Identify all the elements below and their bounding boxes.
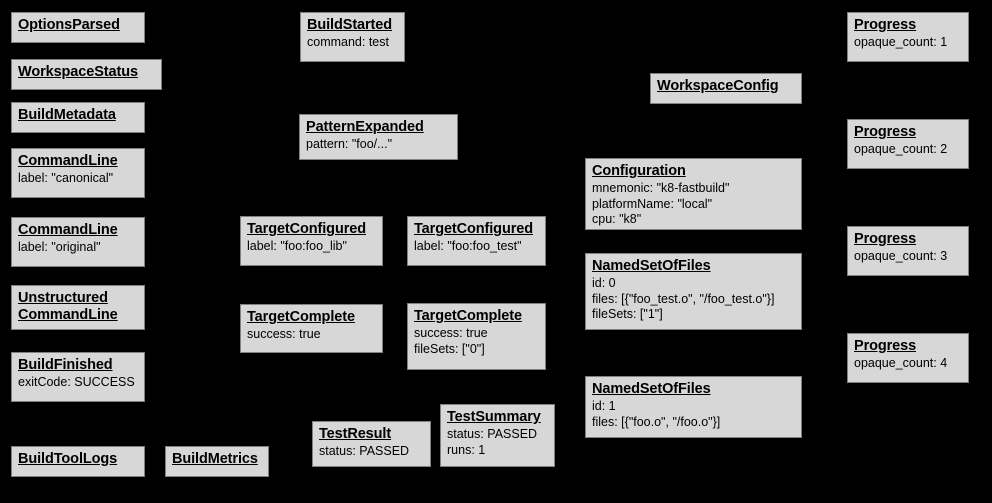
event-node-fields: success: true <box>247 327 321 341</box>
event-node-title: NamedSetOfFiles <box>592 381 711 397</box>
event-node-fields: label: "original" <box>18 240 101 254</box>
event-node-target-configured-test[interactable]: TargetConfigured label: "foo:foo_test" <box>407 216 546 266</box>
event-node-title: TargetComplete <box>414 308 522 324</box>
event-node-title: BuildFinished <box>18 357 113 373</box>
event-node-test-result[interactable]: TestResult status: PASSED <box>312 421 431 467</box>
event-node-target-configured-lib[interactable]: TargetConfigured label: "foo:foo_lib" <box>240 216 383 266</box>
event-node-title: Progress <box>854 124 917 140</box>
event-node-fields: id: 1 files: [{"foo.o", "/foo.o"}] <box>592 399 721 429</box>
event-node-command-line-original[interactable]: CommandLine label: "original" <box>11 217 145 267</box>
event-node-title: BuildToolLogs <box>18 451 118 467</box>
event-node-title: OptionsParsed <box>18 17 120 33</box>
event-node-build-tool-logs[interactable]: BuildToolLogs <box>11 446 145 477</box>
event-node-progress-4[interactable]: Progress opaque_count: 4 <box>847 333 969 383</box>
event-node-named-set-of-files-0[interactable]: NamedSetOfFiles id: 0 files: [{"foo_test.… <box>585 253 802 330</box>
event-node-title: CommandLine <box>18 153 118 169</box>
event-node-options-parsed[interactable]: OptionsParsed <box>11 12 145 43</box>
event-node-progress-2[interactable]: Progress opaque_count: 2 <box>847 119 969 169</box>
event-node-title: BuildMetrics <box>172 451 258 467</box>
event-node-title: CommandLine <box>18 222 118 238</box>
event-node-unstructured-command-line[interactable]: Unstructured CommandLine <box>11 285 145 330</box>
event-node-fields: exitCode: SUCCESS <box>18 375 135 389</box>
event-node-fields: pattern: "foo/..." <box>306 137 393 151</box>
event-node-title: TargetConfigured <box>247 221 366 237</box>
event-node-title: BuildMetadata <box>18 107 116 123</box>
event-node-build-metrics[interactable]: BuildMetrics <box>165 446 269 477</box>
event-node-fields: label: "foo:foo_lib" <box>247 239 347 253</box>
event-node-title: PatternExpanded <box>306 119 424 135</box>
event-node-fields: opaque_count: 4 <box>854 356 948 370</box>
event-node-fields: id: 0 files: [{"foo_test.o", "/foo_test.… <box>592 276 775 321</box>
event-node-title: WorkspaceStatus <box>18 64 138 80</box>
event-node-fields: label: "canonical" <box>18 171 114 185</box>
event-node-fields: label: "foo:foo_test" <box>414 239 522 253</box>
event-node-target-complete-test[interactable]: TargetComplete success: true fileSets: ["… <box>407 303 546 370</box>
event-node-fields: mnemonic: "k8-fastbuild" platformName: "… <box>592 181 730 226</box>
event-node-title: TargetConfigured <box>414 221 533 237</box>
event-node-fields: command: test <box>307 35 389 49</box>
event-node-test-summary[interactable]: TestSummary status: PASSED runs: 1 <box>440 404 555 467</box>
event-node-title: TestSummary <box>447 409 541 425</box>
event-node-build-started[interactable]: BuildStarted command: test <box>300 12 405 62</box>
event-node-title: BuildStarted <box>307 17 393 33</box>
event-node-title: Progress <box>854 338 917 354</box>
event-node-progress-1[interactable]: Progress opaque_count: 1 <box>847 12 969 62</box>
event-node-fields: status: PASSED <box>319 444 410 458</box>
event-node-named-set-of-files-1[interactable]: NamedSetOfFiles id: 1 files: [{"foo.o", "… <box>585 376 802 438</box>
event-node-command-line-canonical[interactable]: CommandLine label: "canonical" <box>11 148 145 198</box>
event-node-fields: status: PASSED runs: 1 <box>447 427 538 457</box>
event-node-title: Unstructured CommandLine <box>18 290 118 323</box>
event-node-title: TargetComplete <box>247 309 355 325</box>
event-node-progress-3[interactable]: Progress opaque_count: 3 <box>847 226 969 276</box>
event-node-pattern-expanded[interactable]: PatternExpanded pattern: "foo/..." <box>299 114 458 160</box>
event-node-title: Progress <box>854 17 917 33</box>
event-node-fields: opaque_count: 1 <box>854 35 948 49</box>
event-node-title: Progress <box>854 231 917 247</box>
event-node-workspace-config[interactable]: WorkspaceConfig <box>650 73 802 104</box>
event-node-title: NamedSetOfFiles <box>592 258 711 274</box>
event-node-build-finished[interactable]: BuildFinished exitCode: SUCCESS <box>11 352 145 402</box>
event-node-title: WorkspaceConfig <box>657 78 779 94</box>
event-node-title: Configuration <box>592 163 686 179</box>
event-node-fields: opaque_count: 3 <box>854 249 948 263</box>
event-node-target-complete-lib[interactable]: TargetComplete success: true <box>240 304 383 353</box>
event-node-title: TestResult <box>319 426 392 442</box>
event-node-build-metadata[interactable]: BuildMetadata <box>11 102 145 133</box>
event-node-workspace-status[interactable]: WorkspaceStatus <box>11 59 162 90</box>
event-node-fields: opaque_count: 2 <box>854 142 948 156</box>
event-node-configuration[interactable]: Configuration mnemonic: "k8-fastbuild" pl… <box>585 158 802 230</box>
event-node-fields: success: true fileSets: ["0"] <box>414 326 488 356</box>
